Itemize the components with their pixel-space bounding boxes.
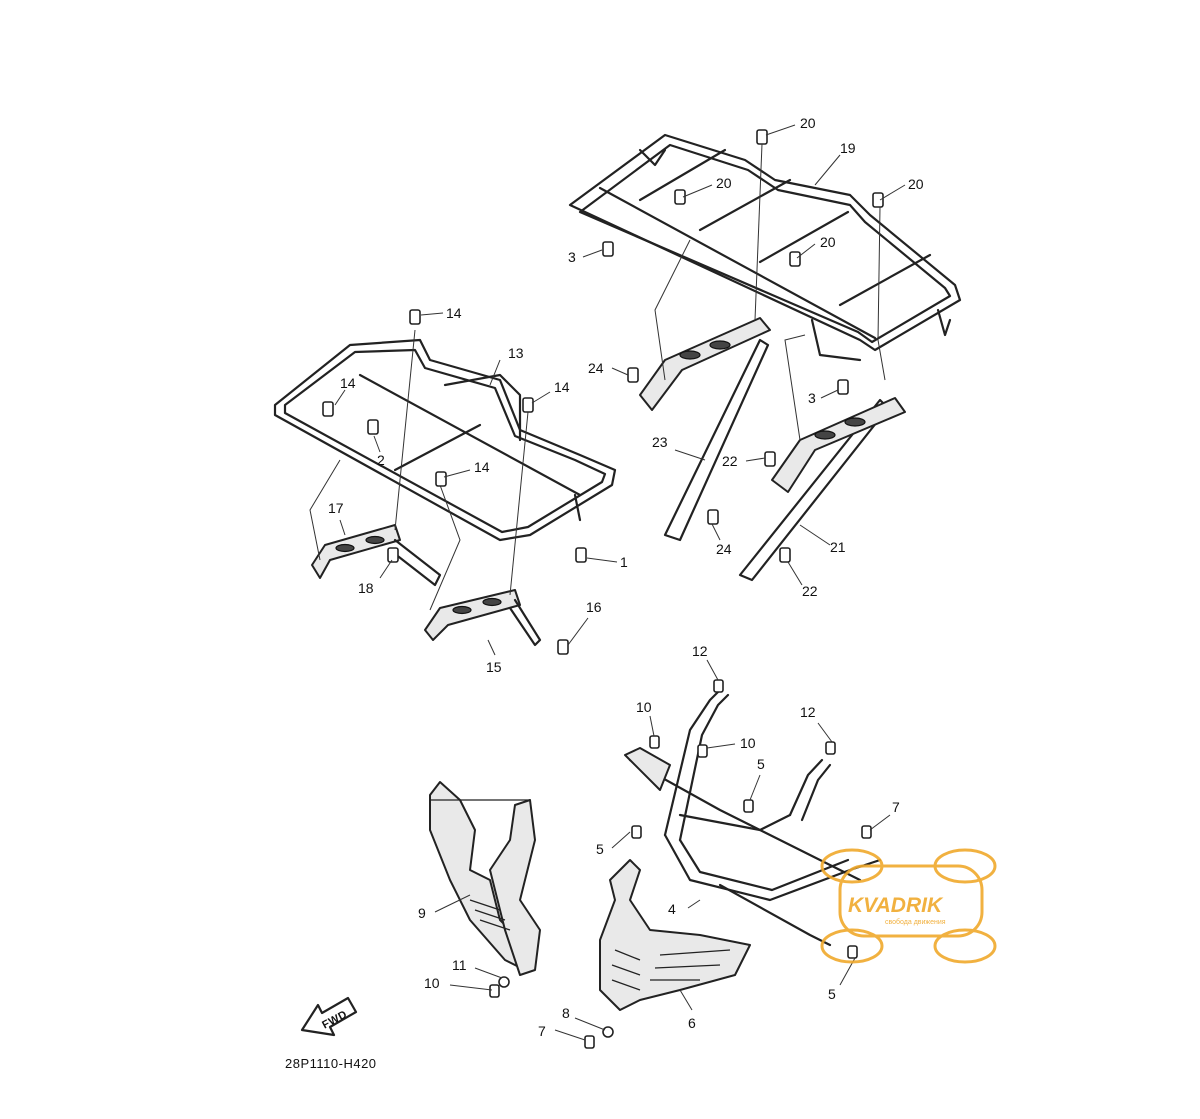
callout-7: 7: [892, 799, 900, 815]
logo-brand: KVADRIK: [848, 894, 944, 917]
callout-11: 11: [452, 957, 467, 973]
guard-bolts: [489, 679, 872, 1049]
callout-10: 10: [740, 735, 756, 751]
callout-14: 14: [474, 459, 490, 475]
front-carrier: [273, 338, 617, 542]
callout-13: 13: [508, 345, 524, 361]
callout-20: 20: [820, 234, 836, 250]
front-bolts: [322, 309, 587, 655]
leader-lines: [334, 124, 906, 1041]
callout-5: 5: [596, 841, 604, 857]
callout-4: 4: [668, 901, 676, 917]
callout-19: 19: [840, 140, 856, 156]
callout-6: 6: [688, 1015, 696, 1031]
side-panel-right: [599, 859, 751, 1011]
callout-17: 17: [328, 500, 344, 516]
side-panel-left: [429, 781, 541, 976]
rear-bolts: [602, 129, 886, 563]
callout-3: 3: [808, 390, 816, 406]
callout-10: 10: [424, 975, 440, 991]
callout-23: 23: [652, 434, 668, 450]
callout-15: 15: [486, 659, 502, 675]
callout-10: 10: [636, 699, 652, 715]
logo-tagline: свобода движения: [885, 918, 946, 926]
callout-numbers: 20 19 20 20 20 3 24 3 23 22 24 21 22 14 …: [328, 115, 924, 1039]
callout-14: 14: [554, 379, 570, 395]
callout-14: 14: [340, 375, 356, 391]
callout-22: 22: [802, 583, 818, 599]
callout-2: 2: [377, 452, 385, 468]
callout-3: 3: [568, 249, 576, 265]
fwd-arrow: FWD: [300, 996, 358, 1037]
callout-21: 21: [830, 539, 846, 555]
callout-1: 1: [620, 554, 628, 570]
callout-20: 20: [716, 175, 732, 191]
callout-20: 20: [908, 176, 924, 192]
front-guard: [624, 688, 882, 947]
callout-5: 5: [828, 986, 836, 1002]
kvadrik-logo: KVADRIK свобода движения: [820, 848, 997, 964]
callout-9: 9: [418, 905, 426, 921]
callout-20: 20: [800, 115, 816, 131]
callout-16: 16: [586, 599, 602, 615]
callout-12: 12: [692, 643, 708, 659]
callout-8: 8: [562, 1005, 570, 1021]
callout-12: 12: [800, 704, 816, 720]
rear-stays: [639, 317, 906, 582]
callout-7: 7: [538, 1023, 546, 1039]
callout-24: 24: [588, 360, 604, 376]
front-stays: [309, 329, 542, 647]
rear-carrier: [568, 133, 962, 362]
diagram-code: 28P1110-H420: [285, 1056, 377, 1071]
callout-18: 18: [358, 580, 374, 596]
callout-22: 22: [722, 453, 738, 469]
callout-14: 14: [446, 305, 462, 321]
callout-24: 24: [716, 541, 732, 557]
callout-5: 5: [757, 756, 765, 772]
